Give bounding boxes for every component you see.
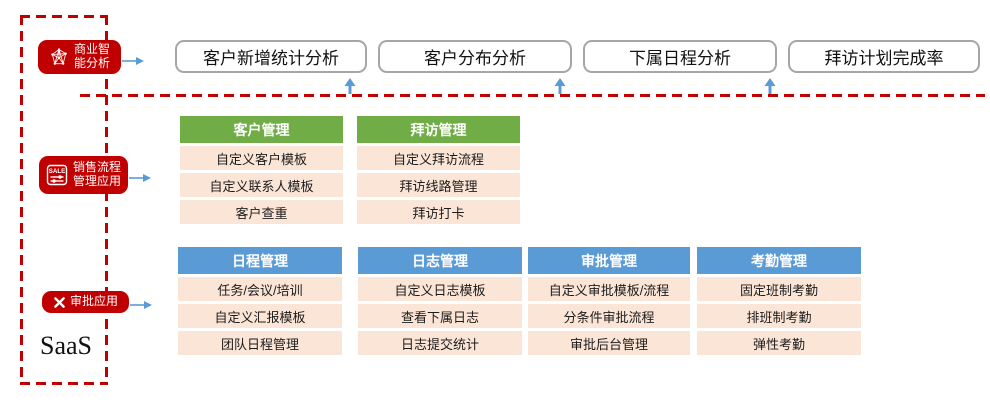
table-row: 固定班制考勤 [697, 277, 861, 301]
table-row: 客户查重 [180, 200, 343, 224]
dashed-frame-left [20, 15, 23, 385]
table-row: 自定义日志模板 [358, 277, 522, 301]
bi-pill-label-line2: 能分析 [73, 56, 110, 70]
table-customer-management: 客户管理 自定义客户模板 自定义联系人模板 客户查重 [180, 116, 343, 224]
analysis-box-subordinate-schedule: 下属日程分析 [583, 40, 777, 73]
dashed-divider-line [80, 94, 985, 97]
table-row: 排班制考勤 [697, 304, 861, 328]
right-arrow-icon [130, 297, 152, 315]
sales-pill-label-line2: 管理应用 [72, 174, 121, 188]
table-row: 自定义汇报模板 [178, 304, 342, 328]
network-graph-icon [49, 47, 69, 67]
up-arrow-icon [554, 78, 566, 94]
approval-pill-label: 审批应用 [69, 294, 118, 309]
table-header: 审批管理 [528, 247, 690, 274]
table-header: 拜访管理 [357, 116, 520, 143]
table-row: 拜访打卡 [357, 200, 520, 224]
table-row: 自定义拜访流程 [357, 146, 520, 170]
table-visit-management: 拜访管理 自定义拜访流程 拜访线路管理 拜访打卡 [357, 116, 520, 224]
table-row: 自定义联系人模板 [180, 173, 343, 197]
table-approval-management: 审批管理 自定义审批模板/流程 分条件审批流程 审批后台管理 [528, 247, 690, 355]
bi-analysis-pill: 商业智 能分析 [38, 40, 121, 74]
saas-label: SaaS [40, 331, 92, 360]
table-header: 日志管理 [358, 247, 522, 274]
sale-sliders-icon: SALE [46, 164, 68, 186]
table-schedule-management: 日程管理 任务/会议/培训 自定义汇报模板 团队日程管理 [178, 247, 342, 355]
table-row: 团队日程管理 [178, 331, 342, 355]
table-header: 客户管理 [180, 116, 343, 143]
sales-pill-label-line1: 销售流程 [72, 160, 121, 175]
bi-pill-label-line1: 商业智 [73, 42, 110, 57]
table-row: 任务/会议/培训 [178, 277, 342, 301]
dashed-frame-top [20, 15, 108, 18]
analysis-box-visit-plan-completion: 拜访计划完成率 [788, 40, 980, 73]
table-row: 自定义审批模板/流程 [528, 277, 690, 301]
dashed-frame-right [105, 15, 108, 385]
table-row: 分条件审批流程 [528, 304, 690, 328]
up-arrow-icon [344, 78, 356, 94]
analysis-box-customer-distribution: 客户分布分析 [378, 40, 572, 73]
table-row: 弹性考勤 [697, 331, 861, 355]
table-header: 日程管理 [178, 247, 342, 274]
approval-app-pill: 审批应用 [42, 291, 129, 313]
table-log-management: 日志管理 自定义日志模板 查看下属日志 日志提交统计 [358, 247, 522, 355]
table-row: 审批后台管理 [528, 331, 690, 355]
right-arrow-icon [122, 53, 144, 71]
sales-process-pill: SALE 销售流程 管理应用 [39, 156, 128, 194]
table-attendance-management: 考勤管理 固定班制考勤 排班制考勤 弹性考勤 [697, 247, 861, 355]
up-arrow-icon [764, 78, 776, 94]
dashed-frame-bottom [20, 382, 108, 385]
crossed-tools-icon [53, 296, 66, 309]
table-header: 考勤管理 [697, 247, 861, 274]
analysis-box-customer-growth: 客户新增统计分析 [175, 40, 367, 73]
table-row: 日志提交统计 [358, 331, 522, 355]
table-row: 拜访线路管理 [357, 173, 520, 197]
right-arrow-icon [129, 170, 151, 188]
table-row: 自定义客户模板 [180, 146, 343, 170]
svg-text:SALE: SALE [49, 168, 66, 175]
table-row: 查看下属日志 [358, 304, 522, 328]
